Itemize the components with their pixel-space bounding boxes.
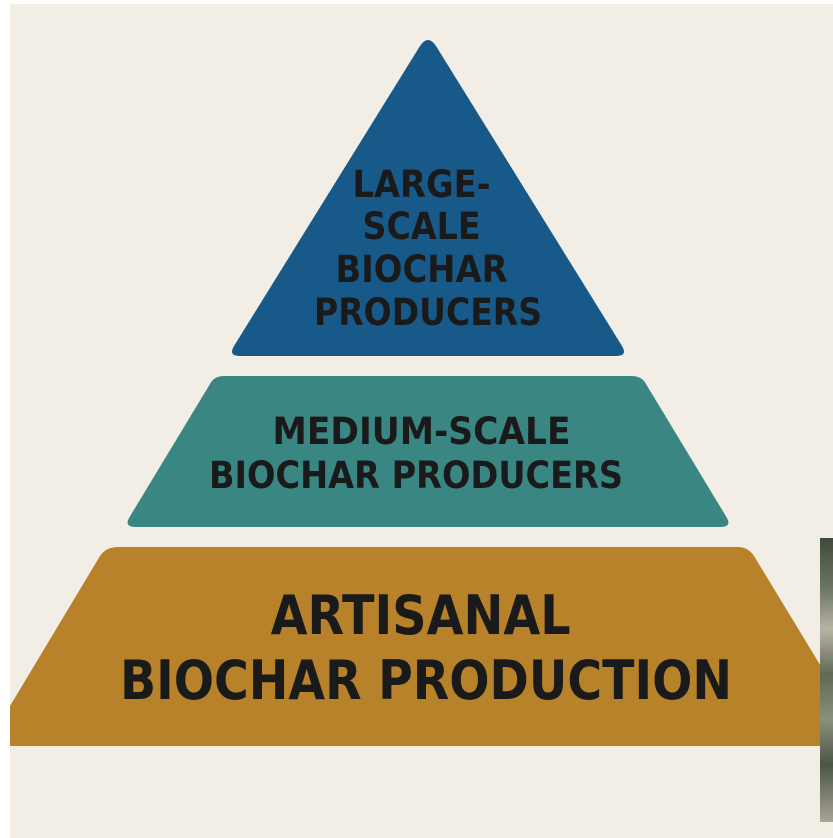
tier-middle-line-2: BIOCHAR PRODUCERS [209,454,623,497]
pyramid-tier-top [232,40,624,356]
cropped-photo-edge [820,538,833,822]
tier-middle-label: MEDIUM-SCALE BIOCHAR PRODUCERS [209,410,623,497]
tier-top-line-4: PRODUCERS [314,291,542,334]
tier-top-line-3: BIOCHAR [336,248,508,291]
pyramid-tier-bottom [10,547,822,746]
tier-bottom-line-2: BIOCHAR PRODUCTION [120,649,732,712]
pyramid-tier-middle [127,376,729,527]
tier-top-line-1: LARGE- [353,163,491,206]
tier-bottom-line-1: ARTISANAL [271,584,571,647]
tier-middle-line-1: MEDIUM-SCALE [273,410,571,453]
tier-top-line-2: SCALE [363,205,481,248]
tier-top-label: LARGE- SCALE BIOCHAR PRODUCERS [314,163,542,334]
tier-bottom-label: ARTISANAL BIOCHAR PRODUCTION [120,584,732,712]
